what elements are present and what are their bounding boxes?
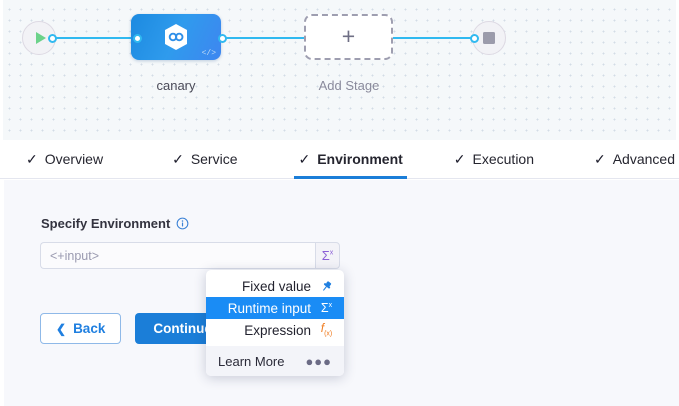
tab-label: Advanced xyxy=(612,151,675,167)
connector-start-to-canary xyxy=(52,37,138,39)
environment-input-value: <+input> xyxy=(50,248,100,263)
tab-label: Service xyxy=(190,151,238,167)
check-icon: ✓ xyxy=(172,151,184,167)
dropdown-item-expression[interactable]: Expression f(x) xyxy=(206,319,344,341)
canvas-right-edge xyxy=(676,0,679,140)
pin-icon-wrap xyxy=(319,280,334,293)
stage-code-badge: </> xyxy=(201,49,216,58)
stage-label-canary: canary xyxy=(156,78,196,93)
runtime-input-toggle-button[interactable]: Σx xyxy=(315,242,340,269)
tab-label: Overview xyxy=(44,151,104,167)
check-icon: ✓ xyxy=(453,151,466,167)
dropdown-item-fixed-value[interactable]: Fixed value xyxy=(206,275,344,297)
port-end-in[interactable] xyxy=(470,33,479,43)
form-actions: ❮ Back Continue xyxy=(40,313,230,344)
continue-button-label: Continue xyxy=(153,321,212,336)
tab-execution[interactable]: ✓ Execution xyxy=(450,140,538,179)
tab-service[interactable]: ✓ Service xyxy=(168,140,241,179)
hexagon-link-icon xyxy=(165,24,187,50)
connector-canary-to-add xyxy=(222,37,304,39)
pipeline-start-node[interactable] xyxy=(22,21,56,55)
fx-icon: f(x) xyxy=(320,321,333,338)
port-start-out[interactable] xyxy=(48,33,57,43)
tab-environment[interactable]: ✓ Environment xyxy=(294,140,408,179)
ellipsis-icon[interactable]: ●●● xyxy=(305,353,332,369)
dropdown-item-label: Runtime input xyxy=(227,300,311,316)
add-stage-label: Add Stage xyxy=(318,78,380,93)
value-type-dropdown: Fixed value Runtime input Σx Expression … xyxy=(206,270,344,376)
step-tabs: ✓ Overview ✓ Service ✓ Environment ✓ Exe… xyxy=(0,140,679,179)
sigma-x-icon: Σx xyxy=(321,248,334,263)
back-button-label: Back xyxy=(73,321,106,336)
stage-node-canary[interactable]: </> xyxy=(131,14,221,60)
port-canary-out[interactable] xyxy=(218,33,227,43)
check-icon: ✓ xyxy=(26,151,38,167)
back-button[interactable]: ❮ Back xyxy=(40,313,122,344)
stop-icon xyxy=(483,32,495,44)
environment-input[interactable]: <+input> xyxy=(40,242,315,269)
dropdown-item-label: Fixed value xyxy=(241,278,311,294)
check-icon: ✓ xyxy=(298,151,311,167)
chevron-left-icon: ❮ xyxy=(56,321,67,336)
connector-add-to-end xyxy=(392,37,474,39)
dropdown-learn-more-row[interactable]: Learn More ●●● xyxy=(206,346,344,376)
specify-environment-input-wrap: <+input> Σx xyxy=(40,242,340,269)
play-icon xyxy=(35,32,46,44)
dropdown-item-runtime-input[interactable]: Runtime input Σx xyxy=(206,297,344,319)
info-icon[interactable] xyxy=(176,217,189,230)
learn-more-label: Learn More xyxy=(218,353,285,369)
tab-advanced[interactable]: ✓ Advanced xyxy=(590,140,679,179)
tab-label: Environment xyxy=(317,151,403,167)
panel-left-strip xyxy=(0,180,4,406)
tab-overview[interactable]: ✓ Overview xyxy=(22,140,107,179)
add-stage-node[interactable]: + xyxy=(304,14,393,60)
sigma-x-icon-wrap: Σx xyxy=(319,302,334,315)
port-canary-in[interactable] xyxy=(133,33,142,43)
specify-environment-label-row: Specify Environment xyxy=(41,216,189,231)
pipeline-end-node[interactable] xyxy=(472,21,506,55)
page-title: Specify Environment xyxy=(41,216,171,231)
pipeline-canvas[interactable]: </> canary + Add Stage xyxy=(0,0,679,140)
check-icon: ✓ xyxy=(593,151,606,167)
sigma-x-icon: Σx xyxy=(320,300,333,315)
canvas-left-edge xyxy=(0,0,3,140)
plus-icon: + xyxy=(341,22,356,49)
pin-icon xyxy=(322,280,332,291)
fx-icon-wrap: f(x) xyxy=(319,321,334,338)
tab-label: Execution xyxy=(472,151,534,167)
dropdown-item-label: Expression xyxy=(244,322,311,338)
